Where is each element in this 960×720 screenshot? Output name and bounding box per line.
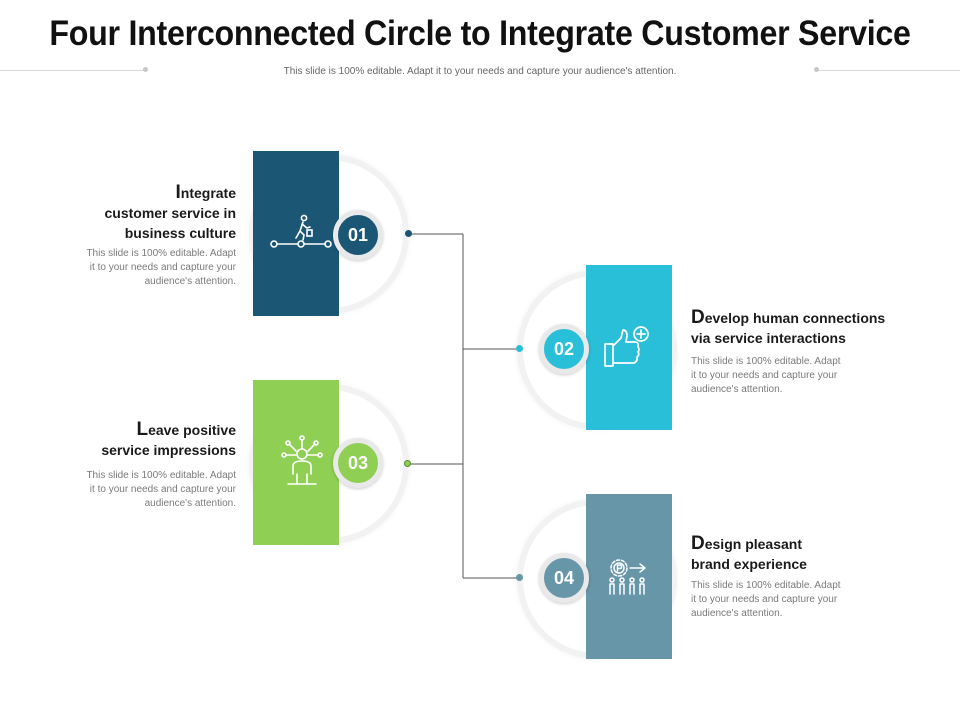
badge-01: 01 <box>333 210 383 260</box>
badge-03: 03 <box>333 438 383 488</box>
thumbs-up-plus-icon <box>604 326 649 367</box>
connector-dot-03 <box>404 460 411 467</box>
description-04: This slide is 100% editable. Adapt it to… <box>691 580 841 619</box>
title-rule-right-dot <box>814 67 819 72</box>
title-rule-left-dot <box>143 67 148 72</box>
title-rule-left <box>0 70 146 71</box>
block-04 <box>586 494 672 659</box>
block-01 <box>253 151 339 316</box>
connector-dot-01 <box>405 230 412 237</box>
slide-subtitle: This slide is 100% editable. Adapt it to… <box>283 66 677 77</box>
heading-04: Design pleasant brand experience <box>691 533 807 573</box>
description-02: This slide is 100% editable. Adapt it to… <box>691 356 841 395</box>
slide-title: Four Interconnected Circle to Integrate … <box>49 14 911 53</box>
heading-03: Leave positive service impressions <box>101 419 236 459</box>
connector-dot-02 <box>516 345 523 352</box>
block-02 <box>586 265 672 430</box>
brand-gear-people-icon <box>609 559 647 595</box>
connector-dot-04 <box>516 574 523 581</box>
heading-01: Integrate customer service in business c… <box>104 182 236 242</box>
badge-04: 04 <box>539 553 589 603</box>
person-walking-milestones-icon <box>270 214 332 248</box>
title-rule-right <box>816 70 960 71</box>
person-network-icon <box>281 435 323 485</box>
description-01: This slide is 100% editable. Adapt it to… <box>86 248 236 287</box>
description-03: This slide is 100% editable. Adapt it to… <box>86 470 236 509</box>
badge-02: 02 <box>539 324 589 374</box>
heading-02: Develop human connections via service in… <box>691 307 886 347</box>
